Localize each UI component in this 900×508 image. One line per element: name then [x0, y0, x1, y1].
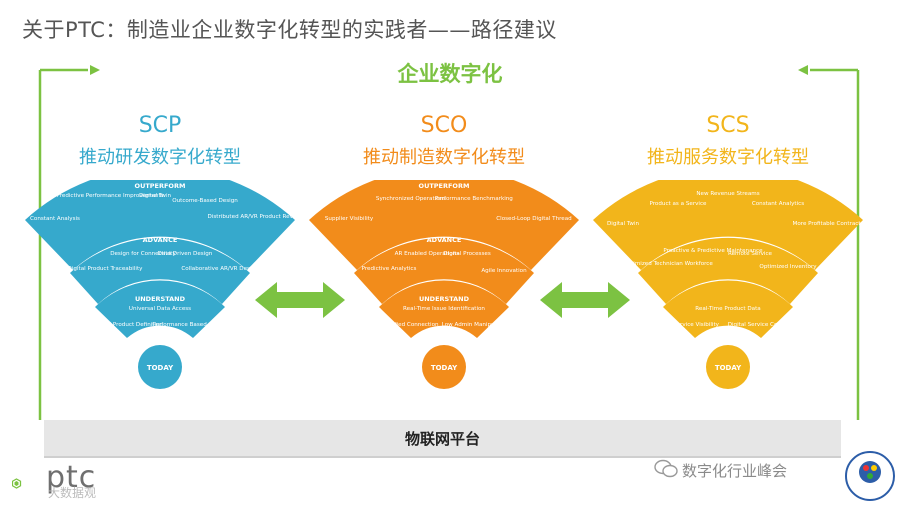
- scs-outer-items: Digital Twin Product as a Service New Re…: [607, 191, 864, 227]
- ptc-logo-icon: [12, 478, 22, 489]
- scp-fan-diagram: TODAY OUTPERFORM ADVANCE UNDERSTAND Cons…: [15, 180, 305, 395]
- scp-middle-item: Collaborative AR/VR Design: [181, 266, 259, 272]
- sco-middle-items: Predictive Analytics AR Enabled Operatio…: [362, 251, 527, 274]
- seal-logo: [845, 451, 895, 501]
- scs-middle-item: Remote Service: [728, 251, 773, 257]
- scp-middle-item: Digital Product Traceability: [68, 266, 144, 272]
- sco-middle-band: [354, 237, 534, 304]
- scp-inner-band-label: UNDERSTAND: [135, 295, 186, 303]
- scp-middle-items: Digital Product Traceability Design for …: [68, 251, 260, 272]
- double-arrow-icon: [255, 282, 345, 318]
- sco-inner-band-label: UNDERSTAND: [419, 295, 470, 303]
- sco-inner-item: Low Admin Manipulation: [442, 322, 511, 328]
- sco-today-label: TODAY: [431, 364, 458, 372]
- sco-outer-item: Synchronized Operations: [376, 196, 446, 202]
- scp-outer-item: Digital Twin: [139, 193, 172, 199]
- sco-outer-band-label: OUTPERFORM: [419, 182, 470, 190]
- scp-outer-band: [25, 180, 295, 270]
- sco-outer-band: [309, 180, 579, 270]
- iot-platform-bar: 物联网平台: [44, 420, 841, 458]
- scs-middle-band: [638, 237, 818, 304]
- scs-outer-item: Product as a Service: [649, 201, 707, 207]
- sco-inner-band: [379, 280, 509, 338]
- scs-outer-band: [593, 180, 863, 270]
- scp-outer-item: Constant Analysis: [30, 216, 80, 222]
- scp-middle-item: Data Driven Design: [158, 251, 213, 257]
- watermark-right: 数字化行业峰会: [682, 462, 788, 480]
- scp-outer-item: Predictive Performance Improvements: [56, 193, 163, 199]
- scs-today-label: TODAY: [715, 364, 742, 372]
- scs-middle-item: Optimized Inventory: [759, 264, 817, 270]
- scp-fan-svg: TODAY OUTPERFORM ADVANCE UNDERSTAND Cons…: [25, 180, 303, 389]
- sco-middle-band-label: ADVANCE: [427, 236, 462, 244]
- scs-middle-item: Proactive & Predictive Maintenance: [663, 248, 763, 254]
- scs-inner-band: [663, 280, 793, 338]
- scp-outer-items: Constant Analysis Predictive Performance…: [30, 193, 303, 222]
- sco-middle-item: Agile Innovation: [481, 268, 527, 274]
- scs-outer-item: New Revenue Streams: [696, 191, 759, 197]
- scp-today-label: TODAY: [147, 364, 174, 372]
- sco-inner-item: Unified Connection: [385, 322, 439, 328]
- scp-today-circle: [138, 345, 182, 389]
- sco-subtitle: 推动制造数字化转型: [363, 147, 525, 168]
- scp-outer-item: Outcome-Based Design: [172, 198, 238, 204]
- scp-outer-item: Distributed AR/VR Product Review: [208, 214, 303, 220]
- scs-outer-item: Constant Analytics: [752, 201, 804, 207]
- scs-fan-svg: TODAY Digital Twin Product as a Service …: [593, 180, 864, 389]
- scp-inner-item: Universal Data Access: [129, 306, 191, 312]
- scp-outer-band-label: OUTPERFORM: [135, 182, 186, 190]
- double-arrow-icon: [540, 282, 630, 318]
- scs-today-circle: [706, 345, 750, 389]
- scp-inner-item: Performance Based Analysis: [152, 322, 231, 328]
- scp-subtitle: 推动研发数字化转型: [79, 147, 241, 168]
- sco-today-circle: [422, 345, 466, 389]
- scs-code: SCS: [706, 113, 750, 138]
- page-title: 关于PTC：制造业企业数字化转型的实践者——路径建议: [22, 18, 557, 42]
- sco-outer-item: Performance Benchmarking: [435, 196, 513, 202]
- scp-code: SCP: [138, 113, 182, 138]
- scs-middle-item: Optimized Technician Workforce: [623, 261, 713, 267]
- sco-outer-item: Closed-Loop Digital Thread: [496, 216, 572, 222]
- sco-inner-item: Real-Time Issue Identification: [403, 306, 485, 312]
- sco-outer-items: Supplier Visibility Synchronized Operati…: [325, 196, 572, 222]
- sco-fan-svg: TODAY OUTPERFORM ADVANCE UNDERSTAND Supp…: [309, 180, 579, 389]
- scp-inner-item: Digital Product Definition: [93, 322, 163, 328]
- scs-outer-item: Digital Twin: [607, 221, 640, 227]
- sco-middle-item: AR Enabled Operations: [395, 251, 460, 257]
- scs-inner-item: Real-Time Product Data: [695, 306, 760, 312]
- scp-middle-item: Design for Connectivity: [110, 251, 176, 257]
- ptc-logo-text: ptc: [46, 460, 97, 495]
- sco-code: SCO: [420, 113, 468, 138]
- scs-outer-item: More Profitable Contracts: [793, 221, 864, 227]
- scs-fan-diagram: TODAY Digital Twin Product as a Service …: [583, 180, 873, 395]
- scs-middle-items: Optimized Technician Workforce Proactive…: [623, 248, 817, 270]
- scp-inner-items: Digital Product Definition Universal Dat…: [93, 306, 232, 328]
- scp-middle-band: [70, 237, 250, 304]
- sco-middle-item: Predictive Analytics: [362, 266, 417, 272]
- sco-fan-diagram: TODAY OUTPERFORM ADVANCE UNDERSTAND Supp…: [299, 180, 589, 395]
- scs-inner-item: Digital Service Content: [728, 322, 793, 328]
- scs-inner-items: Service Visibility Real-Time Product Dat…: [673, 306, 793, 328]
- sco-inner-items: Unified Connection Real-Time Issue Ident…: [385, 306, 510, 328]
- watermark-left: 大数据观: [48, 486, 97, 500]
- scs-inner-item: Service Visibility: [673, 322, 720, 328]
- scp-middle-band-label: ADVANCE: [143, 236, 178, 244]
- scp-inner-band: [95, 280, 225, 338]
- scs-subtitle: 推动服务数字化转型: [647, 147, 809, 168]
- sco-outer-item: Supplier Visibility: [325, 216, 374, 222]
- center-heading: 企业数字化: [397, 62, 503, 86]
- wechat-icon: [654, 459, 678, 478]
- sco-middle-item: Digital Processes: [443, 251, 491, 257]
